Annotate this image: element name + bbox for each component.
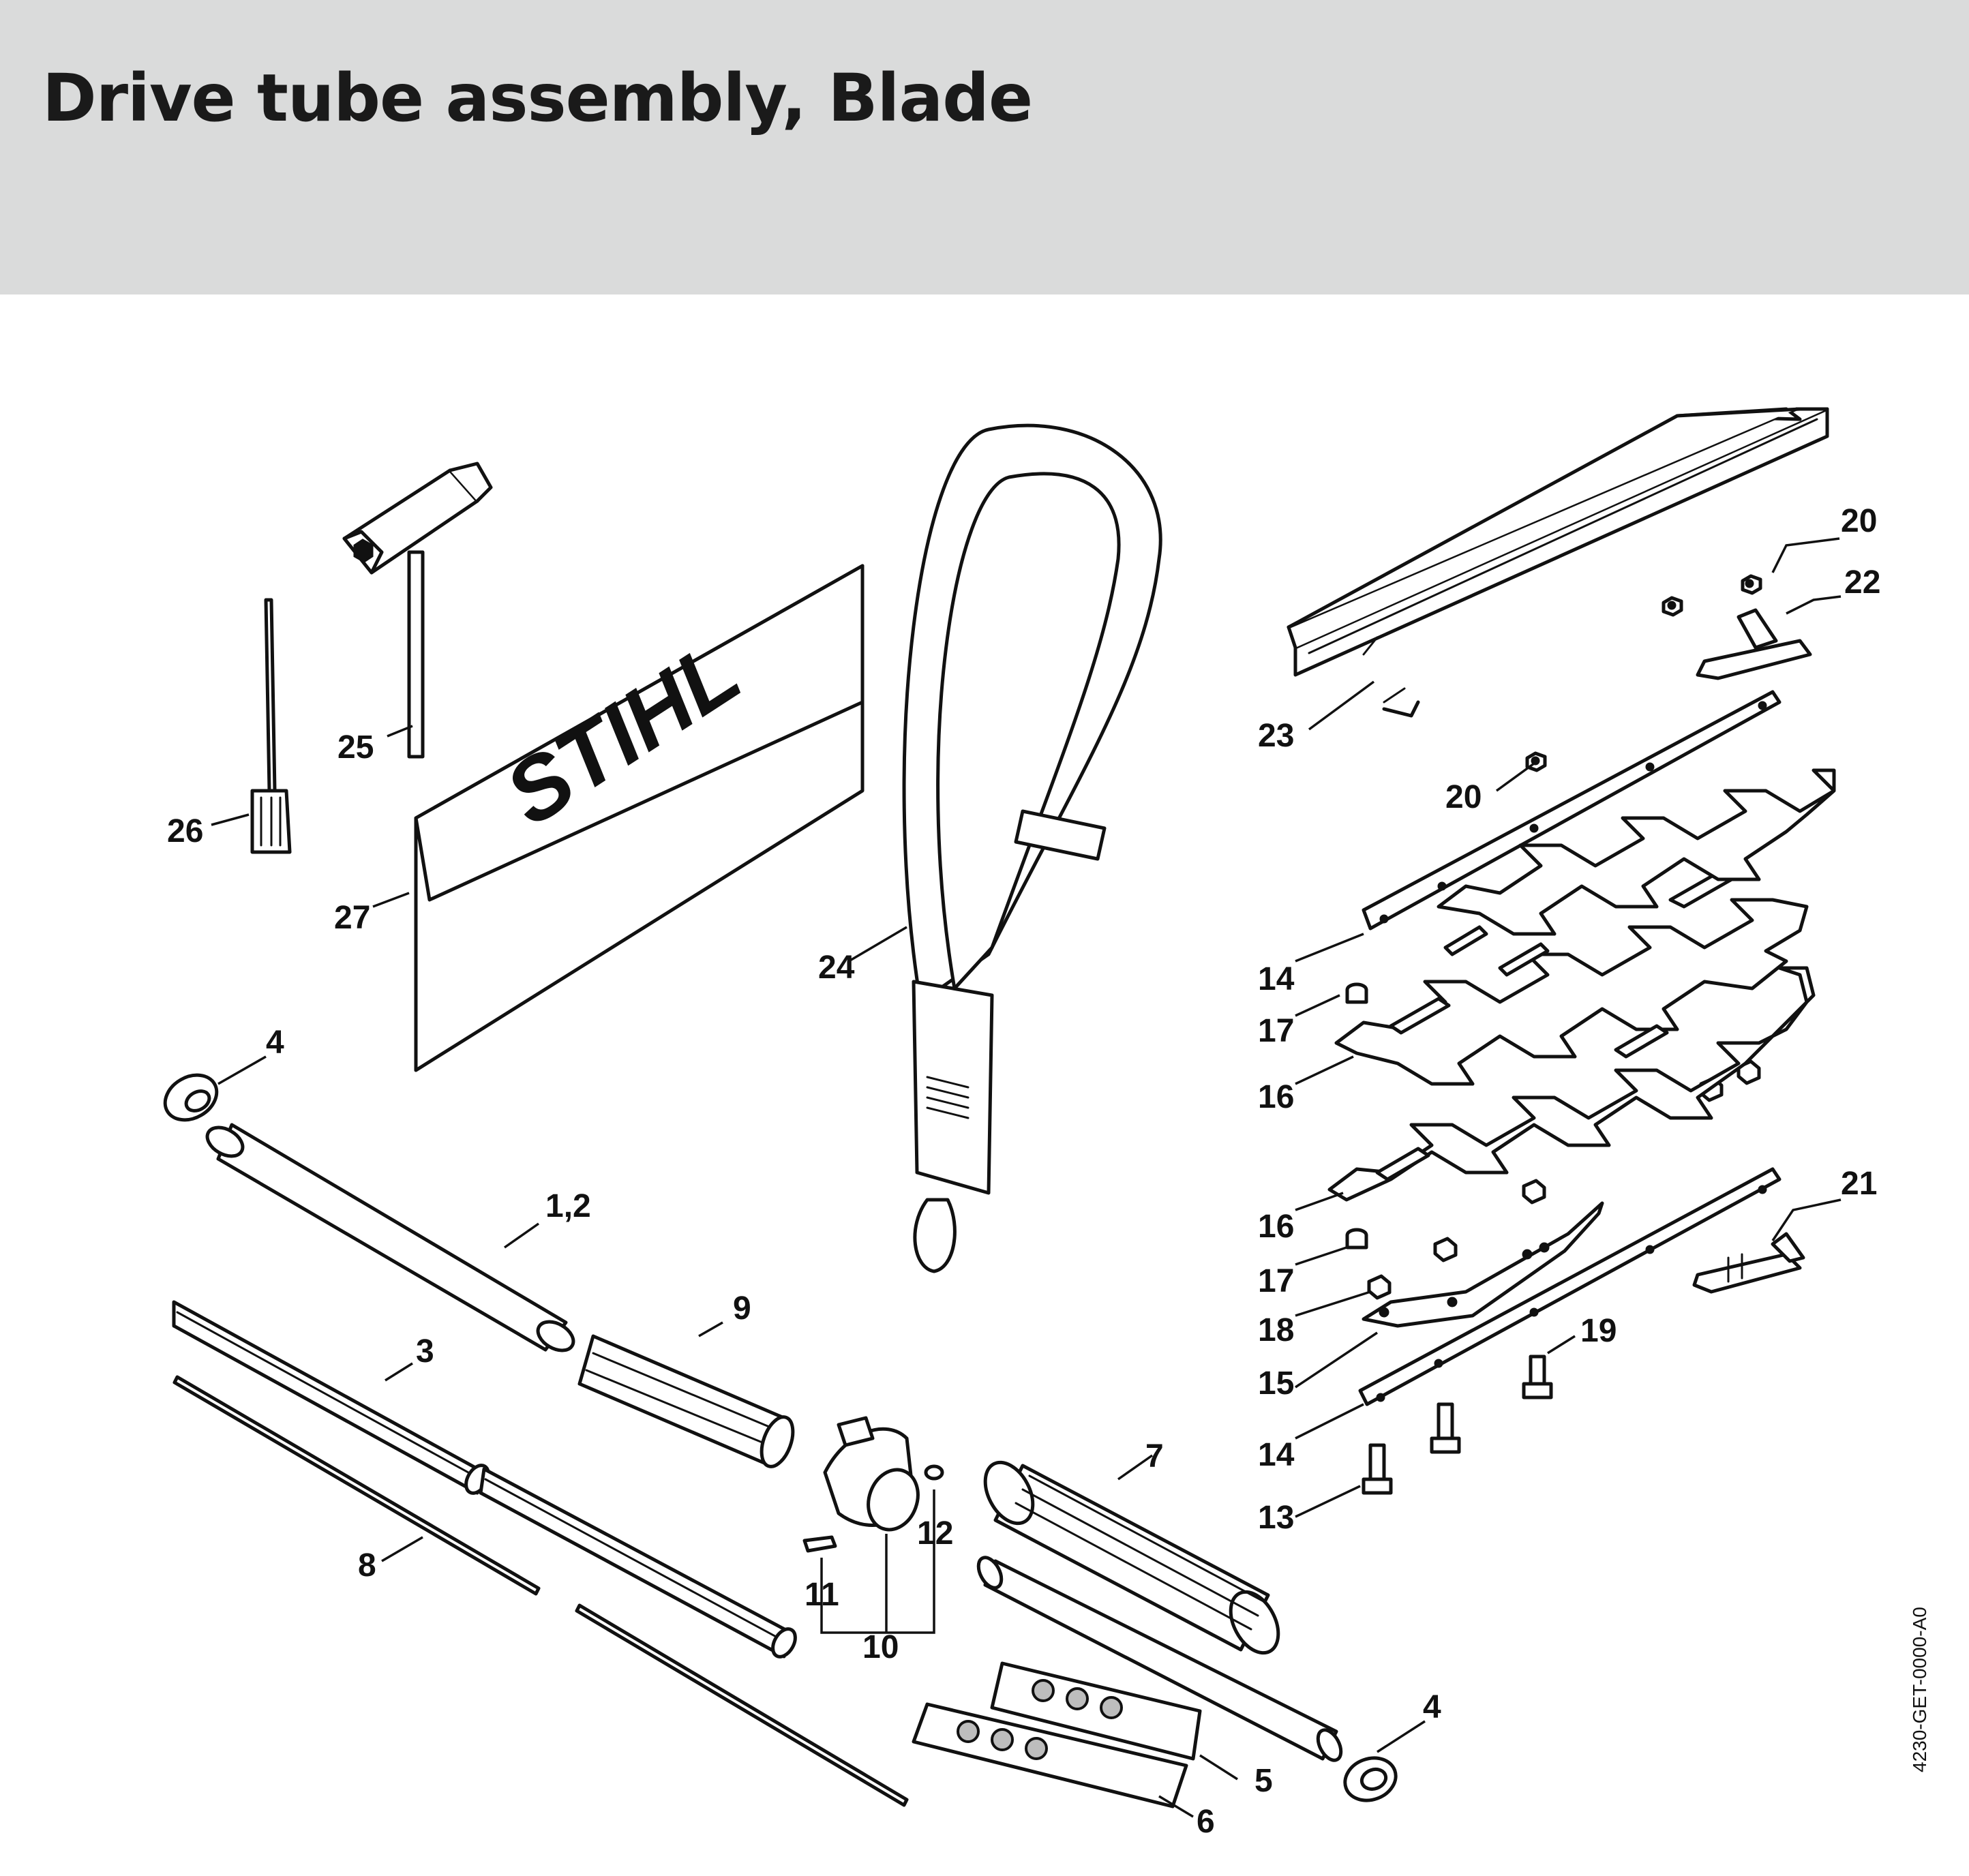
callout-25: 25 — [337, 729, 374, 766]
part-liner-upper — [172, 1300, 490, 1495]
callout-7: 7 — [1145, 1438, 1164, 1474]
callout-5: 5 — [1254, 1763, 1273, 1799]
part-guide-plate — [1362, 1201, 1604, 1328]
part-nuts-and-bracket — [1525, 574, 1812, 772]
callout-17-upper: 17 — [1258, 1013, 1294, 1049]
callout-labels: 20 22 23 20 25 26 27 24 14 17 16 16 4 21… — [167, 503, 1880, 1840]
group-bracket-10 — [820, 1489, 935, 1634]
callout-15: 15 — [1258, 1365, 1294, 1402]
part-lower-blade-bar — [1358, 1167, 1782, 1406]
part-handle-clamp — [802, 1416, 944, 1553]
callout-16-lower: 16 — [1258, 1209, 1294, 1245]
callout-11: 11 — [805, 1577, 839, 1613]
callout-16-upper: 16 — [1258, 1079, 1294, 1115]
callout-20-top: 20 — [1841, 503, 1877, 539]
callout-10: 10 — [862, 1629, 899, 1665]
part-screwdriver — [250, 598, 292, 854]
part-screws — [1362, 1355, 1553, 1495]
callout-27: 27 — [334, 900, 370, 936]
callout-20-middle: 20 — [1445, 779, 1482, 815]
part-combination-wrench — [342, 462, 493, 759]
part-blade-scabbard — [1287, 407, 1829, 718]
part-lower-tube — [976, 1556, 1343, 1762]
part-warning-decals — [912, 1661, 1202, 1809]
callout-9: 9 — [733, 1290, 751, 1327]
callout-14-upper: 14 — [1258, 961, 1295, 997]
callout-4-lower: 4 — [1423, 1689, 1441, 1725]
part-drive-shaft — [172, 1375, 909, 1807]
part-liner-lower — [479, 1467, 797, 1659]
callout-14-lower: 14 — [1258, 1437, 1295, 1473]
header-band: Drive tube assembly, Blade — [0, 0, 1969, 294]
part-upper-hedge-blade — [1334, 871, 1809, 1086]
part-lower-hedge-blade — [1327, 966, 1816, 1202]
callout-4-upper: 4 — [266, 1025, 284, 1061]
part-handle-grip — [983, 1460, 1280, 1655]
part-middle-hedge-blade — [1437, 768, 1836, 956]
callout-13: 13 — [1258, 1500, 1294, 1536]
part-bushing-lower — [1343, 1756, 1398, 1802]
callout-23: 23 — [1258, 718, 1294, 754]
callout-1-2: 1,2 — [545, 1188, 591, 1224]
callout-21: 21 — [1841, 1166, 1877, 1202]
callout-24: 24 — [818, 950, 855, 986]
part-upper-blade-bar — [1362, 690, 1782, 931]
part-lower-bracket — [1692, 1232, 1805, 1294]
callout-12: 12 — [917, 1515, 953, 1552]
part-anti-vibration-sleeve — [577, 1334, 795, 1468]
callout-6: 6 — [1197, 1804, 1215, 1840]
page-title: Drive tube assembly, Blade — [42, 60, 1033, 136]
callout-22: 22 — [1844, 564, 1880, 601]
leader-lines — [211, 537, 1842, 1818]
part-tool-pouch: STIHL — [414, 564, 865, 1072]
part-drive-tube — [205, 1123, 575, 1352]
callout-17-lower: 17 — [1258, 1263, 1294, 1299]
part-harness-strap — [902, 423, 1162, 1273]
callout-18: 18 — [1258, 1312, 1294, 1348]
callout-26: 26 — [167, 813, 203, 849]
callout-8: 8 — [358, 1547, 376, 1584]
callout-3: 3 — [416, 1333, 434, 1370]
callout-19: 19 — [1580, 1313, 1617, 1349]
part-bushing-upper — [163, 1073, 219, 1122]
drawing-reference-code: 4230-GET-0000-A0 — [1909, 1607, 1930, 1772]
